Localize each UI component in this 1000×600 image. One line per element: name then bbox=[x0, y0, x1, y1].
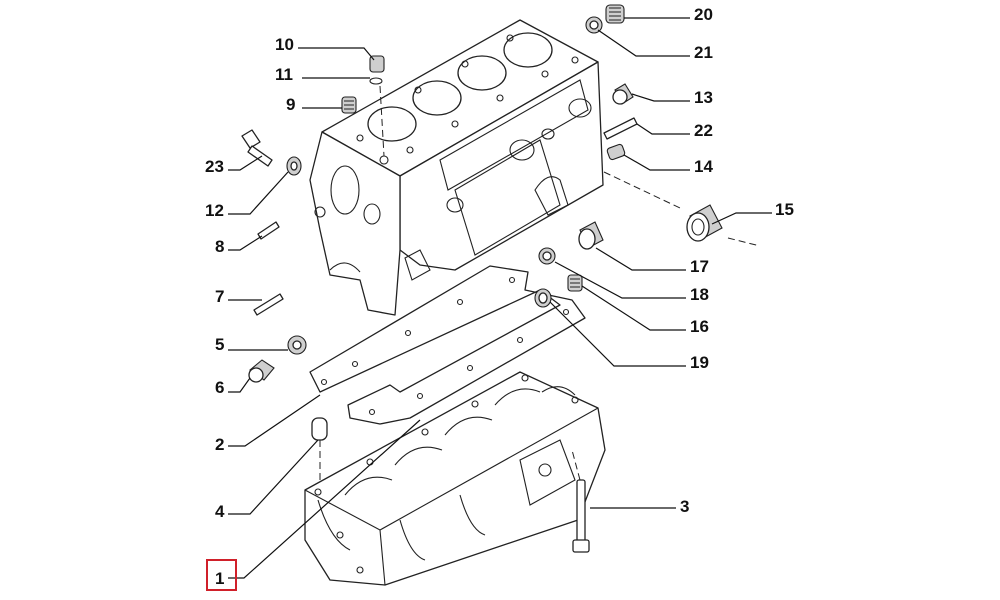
callout-1: 1 bbox=[215, 569, 224, 588]
callout-12: 12 bbox=[205, 201, 224, 220]
leader-lines bbox=[228, 17, 772, 579]
callout-22: 22 bbox=[694, 121, 713, 140]
dowel-4 bbox=[311, 417, 328, 441]
callout-2: 2 bbox=[215, 435, 224, 454]
bushing-18 bbox=[538, 247, 556, 265]
callout-10: 10 bbox=[275, 35, 294, 54]
callout-15: 15 bbox=[775, 200, 794, 219]
bushing-19 bbox=[534, 288, 552, 308]
stud-14 bbox=[606, 143, 626, 161]
bushing-15 bbox=[686, 204, 723, 242]
lower-crankcase bbox=[304, 371, 606, 586]
callout-23: 23 bbox=[205, 157, 224, 176]
stud-7 bbox=[253, 293, 284, 316]
callout-9: 9 bbox=[286, 95, 295, 114]
callout-6: 6 bbox=[215, 378, 224, 397]
plug-9 bbox=[341, 96, 357, 114]
engine-block bbox=[309, 19, 604, 316]
callout-13: 13 bbox=[694, 88, 713, 107]
callout-3: 3 bbox=[680, 497, 689, 516]
plug-6 bbox=[248, 359, 275, 383]
callout-17: 17 bbox=[690, 257, 709, 276]
plug-16 bbox=[567, 274, 583, 292]
callout-11: 11 bbox=[275, 65, 293, 84]
callout-18: 18 bbox=[690, 285, 709, 304]
pin-22 bbox=[603, 117, 638, 140]
callout-5: 5 bbox=[215, 335, 224, 354]
bushing-17 bbox=[578, 221, 604, 250]
callout-14: 14 bbox=[694, 157, 713, 176]
highlight-box bbox=[206, 559, 237, 591]
callout-20: 20 bbox=[694, 5, 713, 24]
bushing-13 bbox=[612, 83, 634, 105]
callout-7: 7 bbox=[215, 287, 224, 306]
callout-19: 19 bbox=[690, 353, 709, 372]
bolt-3 bbox=[572, 479, 590, 553]
callout-21: 21 bbox=[694, 43, 713, 62]
bolt-23 bbox=[241, 129, 273, 167]
plug-20 bbox=[605, 4, 625, 24]
callout-4: 4 bbox=[215, 502, 225, 521]
o-ring-11 bbox=[369, 77, 383, 85]
callout-16: 16 bbox=[690, 317, 709, 336]
callout-8: 8 bbox=[215, 237, 224, 256]
